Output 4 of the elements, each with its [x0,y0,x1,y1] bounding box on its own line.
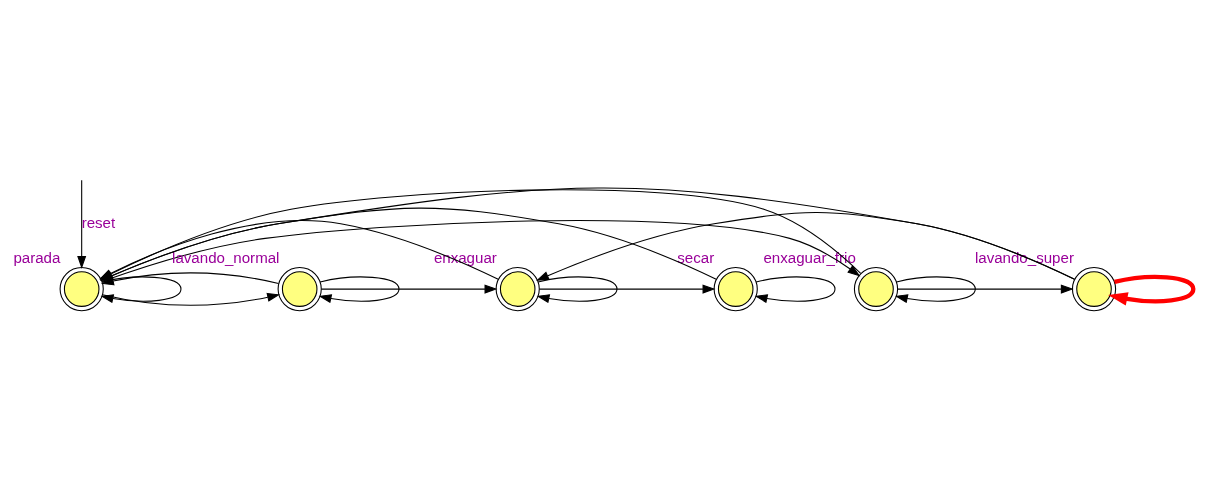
node-label: lavando_normal [172,249,280,267]
node-label: secar [677,249,715,267]
node-label: parada [13,249,61,267]
edge-label: reset [81,213,116,231]
